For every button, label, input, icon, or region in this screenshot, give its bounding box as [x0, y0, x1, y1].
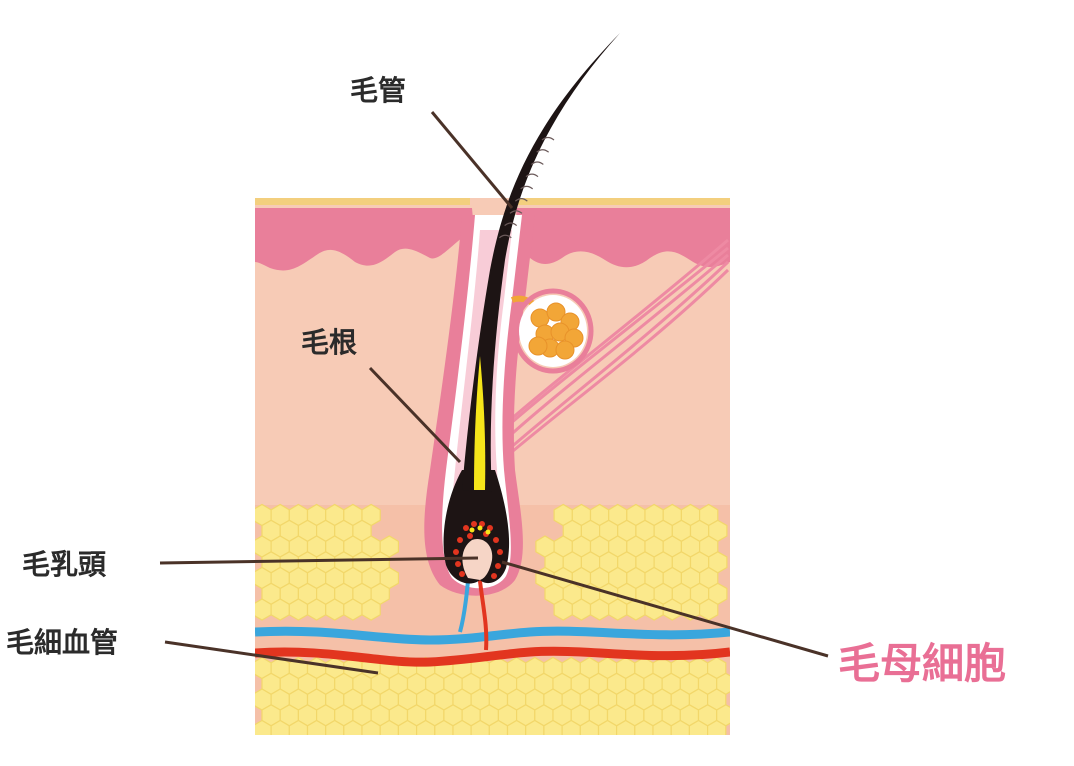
- cuticle-mark: [541, 136, 555, 141]
- fat-cell: [434, 719, 454, 735]
- fat-cell: [325, 719, 345, 735]
- matrix-cell-dot: [495, 563, 501, 569]
- leader-capillary: [164, 640, 379, 675]
- fat-cell: [306, 598, 327, 621]
- matrix-cell-dot: [457, 537, 463, 543]
- skin-surface: [255, 198, 730, 205]
- fat-cell: [470, 719, 490, 735]
- sebaceous-lobe: [528, 336, 548, 356]
- fat-cell: [543, 719, 563, 735]
- label-capillary: 毛細血管: [6, 626, 118, 659]
- epidermis-left: [255, 208, 474, 271]
- matrix-cell-dot: [467, 533, 473, 539]
- fat-cell: [306, 719, 327, 735]
- leader-dermal-papilla: [159, 556, 479, 565]
- cuticle-mark: [504, 222, 518, 227]
- matrix-core-dot: [485, 529, 491, 535]
- fat-cell: [698, 598, 719, 621]
- artery: [255, 646, 730, 667]
- cuticle-mark: [525, 173, 539, 178]
- matrix-cell-dot: [459, 571, 465, 577]
- fat-cell: [325, 598, 345, 621]
- matrix-cell-dot: [463, 525, 469, 531]
- cuticle-mark: [498, 234, 512, 239]
- fat-cell: [525, 719, 545, 735]
- fat-cell: [343, 598, 363, 621]
- fat-cell: [255, 598, 272, 621]
- fat-cell: [597, 719, 618, 735]
- label-hair-shaft: 毛管: [350, 74, 406, 107]
- matrix-cell-dot: [479, 521, 485, 527]
- leader-hair-root: [368, 366, 462, 464]
- matrix-core-dot: [477, 525, 483, 531]
- matrix-cell-dot: [455, 561, 461, 567]
- cuticle-mark: [536, 149, 550, 153]
- matrix-cell-dot: [491, 573, 497, 579]
- matrix-cell-dot: [493, 537, 499, 543]
- fat-cells: [255, 503, 730, 735]
- fat-cell: [688, 719, 709, 735]
- fat-cell: [361, 598, 381, 621]
- fat-cell: [452, 719, 472, 735]
- fat-cell: [571, 598, 592, 621]
- fat-cell: [416, 719, 436, 735]
- cuticle-mark: [530, 161, 544, 165]
- fat-cell: [561, 719, 581, 735]
- fat-cell: [553, 598, 573, 621]
- fat-cell: [670, 719, 691, 735]
- hair-cuticle: [498, 136, 555, 239]
- vein: [255, 626, 730, 645]
- leader-hair-matrix: [501, 560, 829, 658]
- label-dermal-papilla: 毛乳頭: [22, 548, 107, 581]
- hair-medulla: [474, 356, 486, 490]
- fat-cell: [255, 719, 272, 735]
- sebaceous-gland-rim: [512, 288, 594, 374]
- fat-cell: [608, 598, 628, 621]
- leader-hair-shaft: [430, 111, 514, 209]
- arrector-pili-muscle: [499, 238, 730, 464]
- cuticle-mark: [514, 198, 528, 202]
- hair-bulb: [443, 470, 510, 584]
- fat-cell: [361, 719, 381, 735]
- fat-cell: [706, 719, 727, 735]
- fat-cell: [270, 598, 290, 621]
- fat-cell: [644, 598, 664, 621]
- fat-cell: [506, 719, 527, 735]
- fat-cell: [288, 719, 309, 735]
- matrix-cell-dot: [487, 525, 493, 531]
- fat-cell: [589, 598, 610, 621]
- label-hair-matrix-cells: 毛母細胞: [838, 639, 1006, 688]
- fat-cell: [488, 719, 509, 735]
- matrix-core-dot: [469, 527, 475, 533]
- cuticle-mark: [520, 185, 534, 190]
- label-hair-root: 毛根: [301, 326, 357, 359]
- sebaceous-lobe: [555, 340, 575, 360]
- matrix-cell-dot: [471, 521, 477, 527]
- cuticle-mark: [509, 210, 523, 214]
- fat-cell: [652, 719, 672, 735]
- sebaceous-gland: [528, 302, 584, 360]
- epidermis-right: [516, 208, 730, 268]
- fat-cell: [615, 719, 636, 735]
- fat-cell: [343, 719, 363, 735]
- fat-cell: [579, 719, 600, 735]
- fat-cell: [379, 719, 399, 735]
- fat-cell: [634, 719, 654, 735]
- sebaceous-lobe: [530, 308, 550, 328]
- fat-cell: [288, 598, 309, 621]
- hair-matrix-cells: [453, 521, 503, 579]
- fat-cell: [270, 719, 290, 735]
- sebaceous-lobe: [546, 302, 566, 322]
- matrix-cell-dot: [497, 549, 503, 555]
- fat-cell: [397, 719, 418, 735]
- matrix-cell-dot: [453, 549, 459, 555]
